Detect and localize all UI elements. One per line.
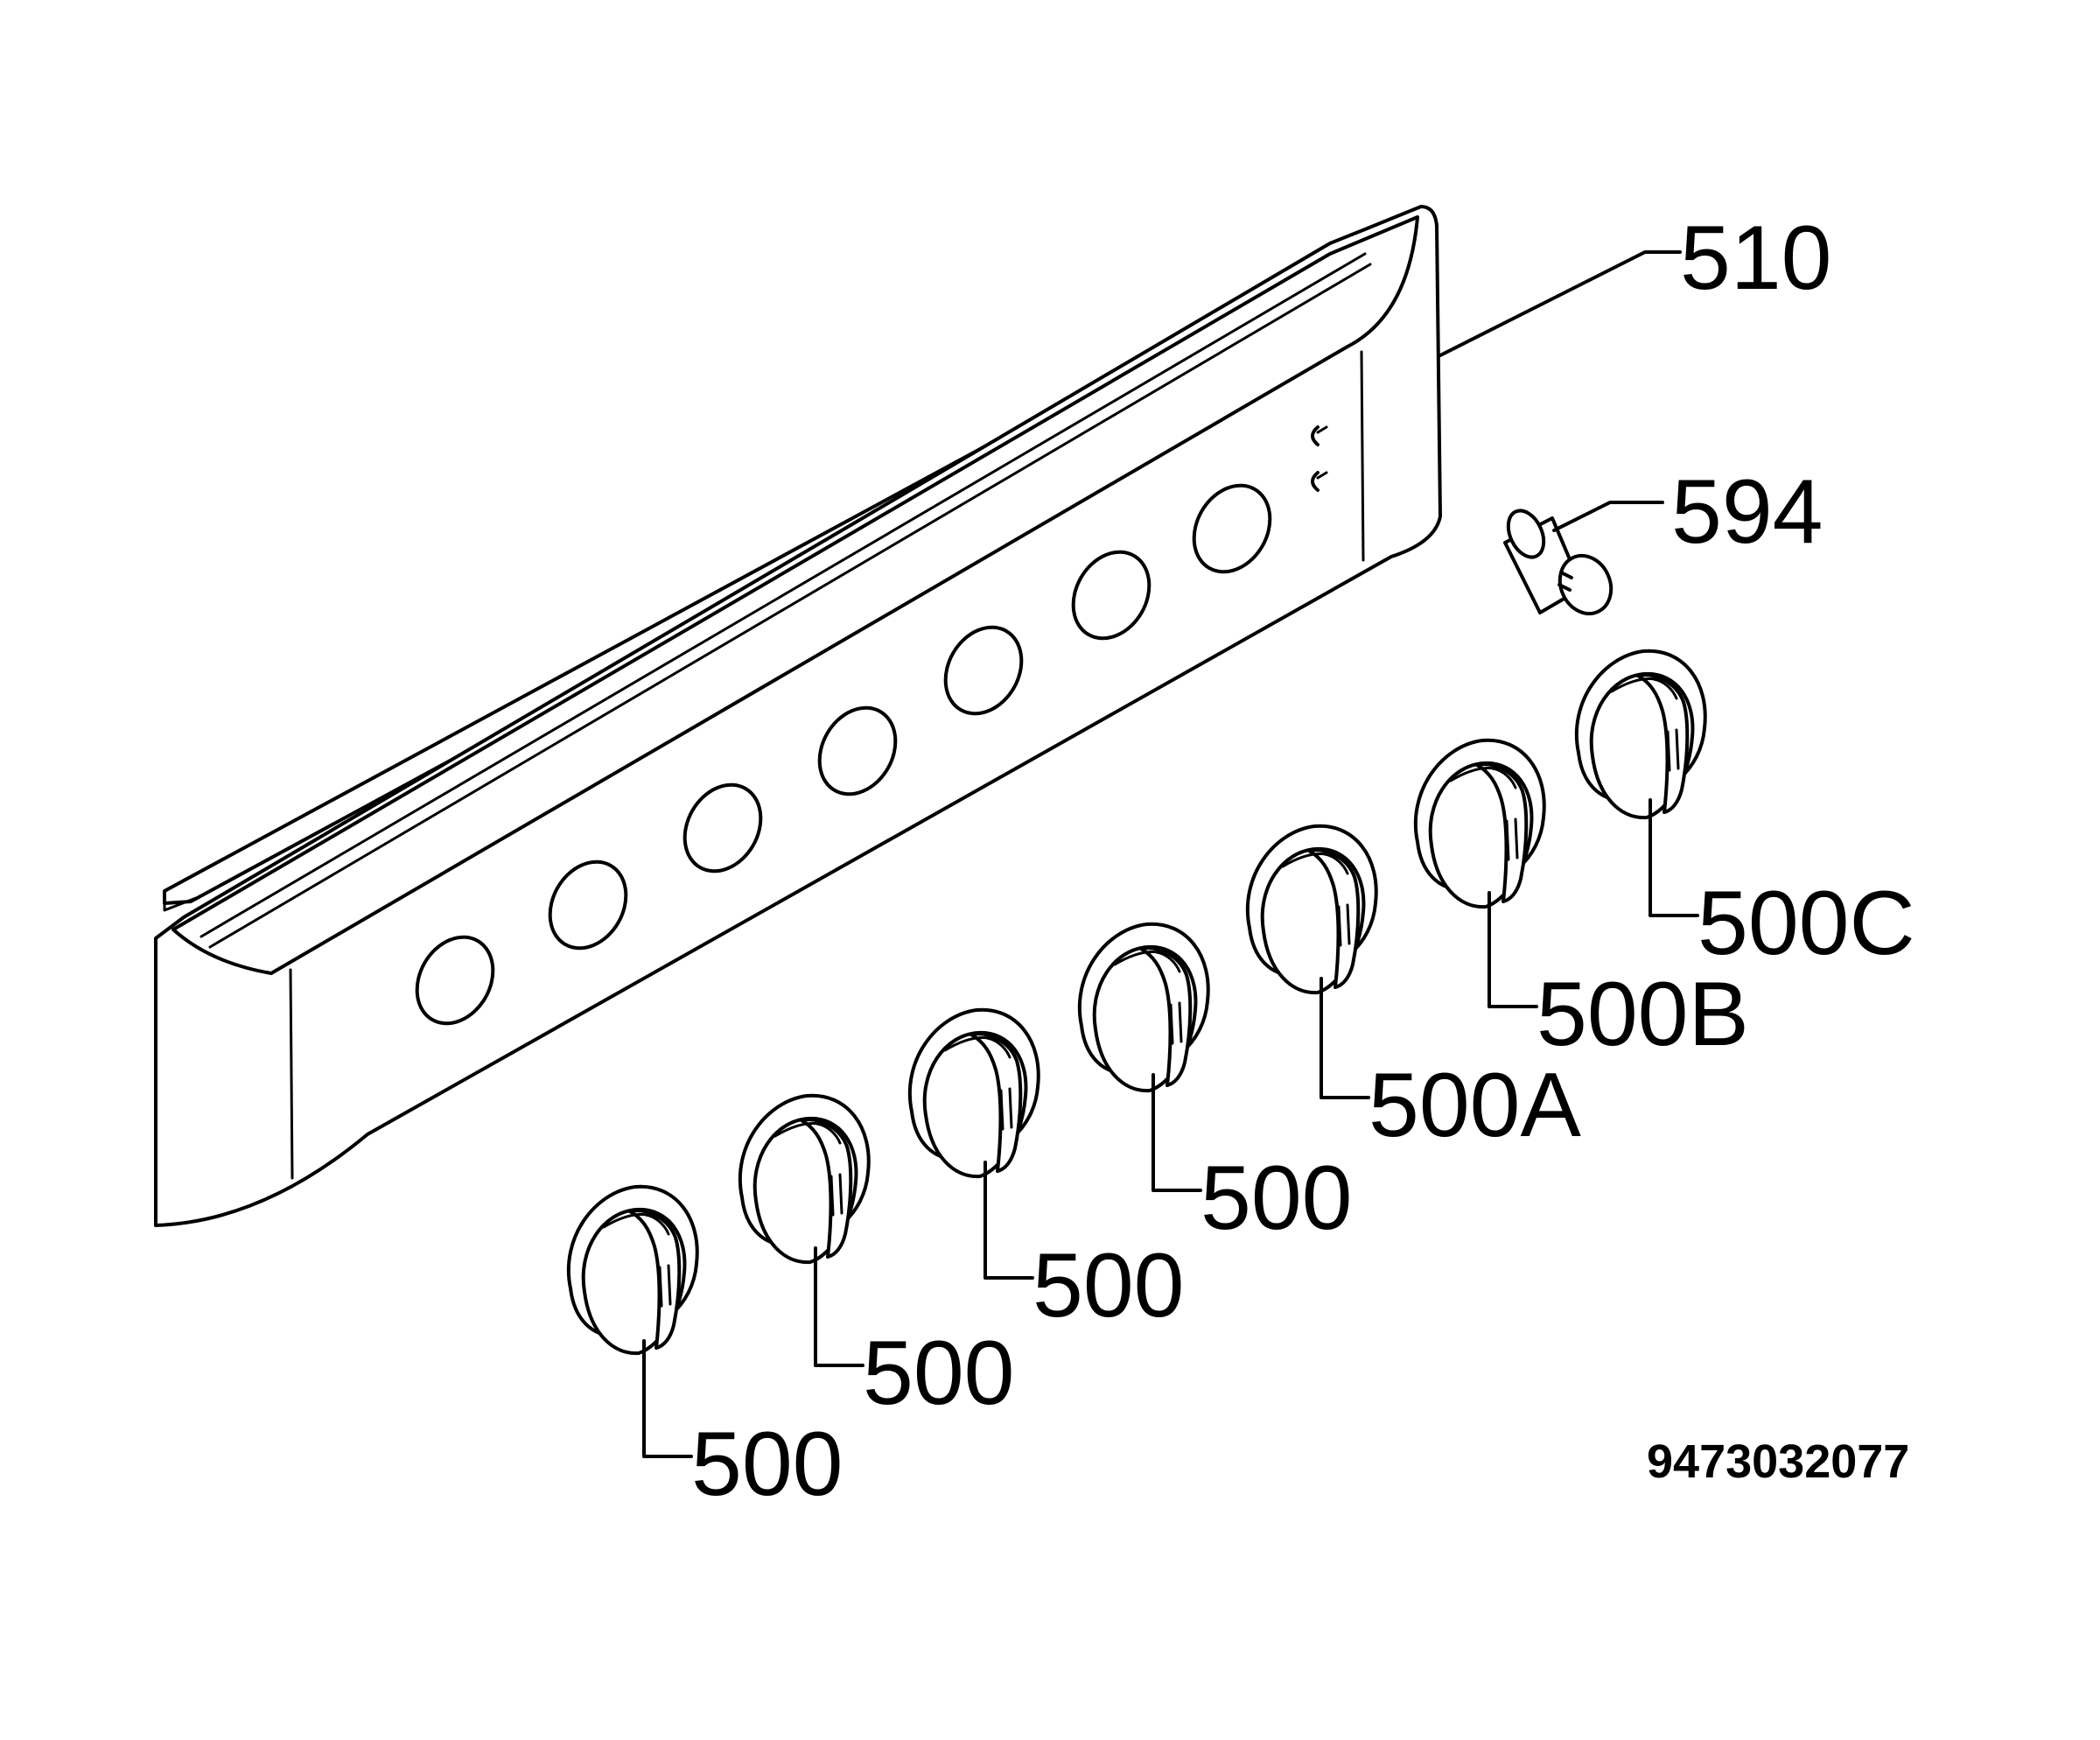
callout-500-1: 500 [691,1414,844,1515]
knob-500-3 [907,1007,1040,1179]
callout-500-2: 500 [863,1323,1015,1424]
knob-500-1 [566,1184,699,1356]
callout-500c: 500C [1698,873,1915,974]
knob-500a [1245,824,1378,995]
callout-594: 594 [1671,461,1824,563]
knob-holes [415,483,1272,1026]
callout-500-3: 500 [1032,1235,1185,1337]
knob-500-4 [1077,922,1210,1093]
callout-510: 510 [1680,207,1832,309]
document-number: 9473032077 [1647,1435,1909,1488]
callout-500b: 500B [1536,964,1749,1065]
knob-500c [1574,649,1707,820]
knob-500-2 [738,1093,871,1265]
knob-500b [1413,738,1546,909]
leader-lines [642,250,1699,1458]
indicator-lamp [1503,509,1614,616]
control-panel [154,205,1442,1227]
callout-500-4: 500 [1200,1147,1353,1249]
callout-500a: 500A [1368,1055,1582,1156]
